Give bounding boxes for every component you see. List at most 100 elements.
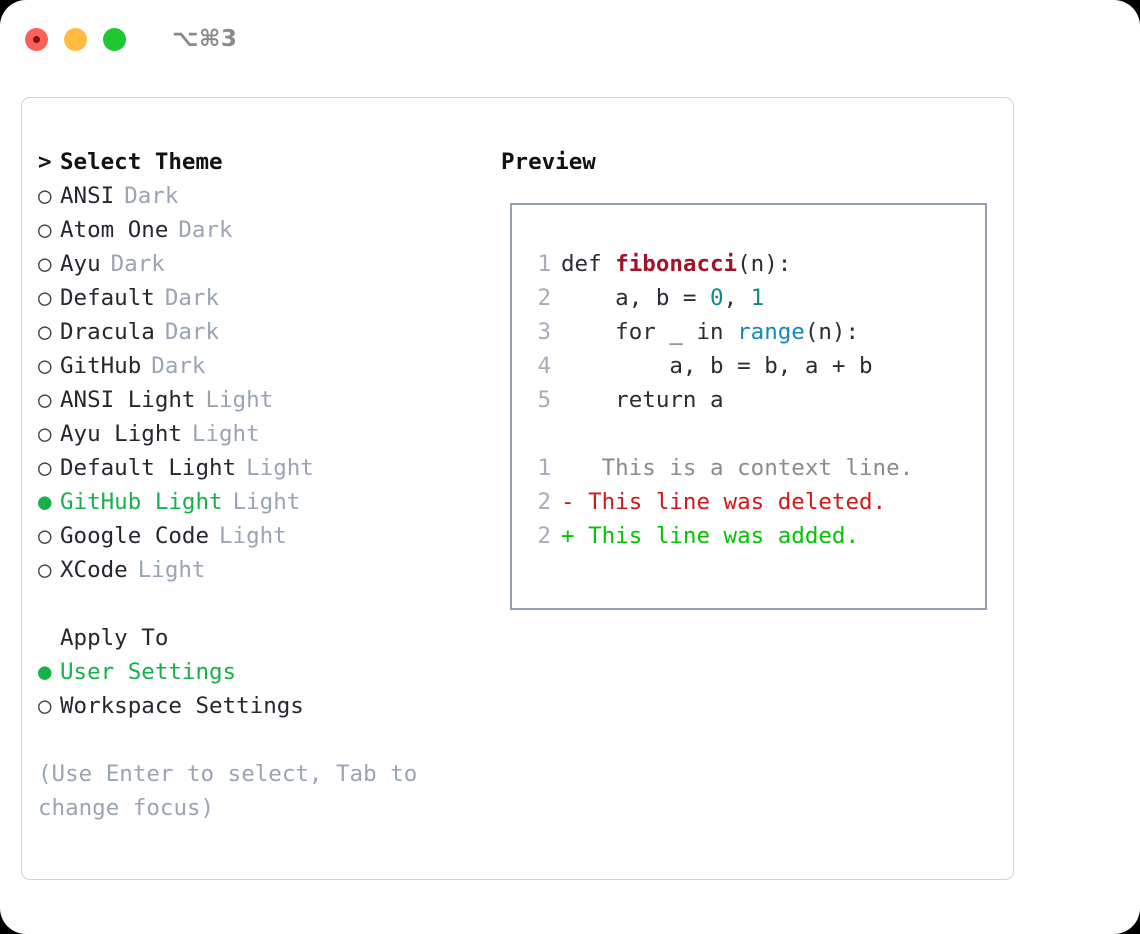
line-number: 4 (537, 353, 551, 379)
code-line: 2 a, b = 0, 1 (529, 281, 979, 315)
close-window-button[interactable] (25, 27, 48, 51)
theme-list-header-label: Select Theme (60, 149, 223, 175)
theme-variant-label: Dark (178, 217, 233, 243)
radio-unselected-icon[interactable]: ○ (38, 387, 52, 413)
code-token: a, b = b, a + b (561, 353, 873, 379)
theme-variant-label: Light (232, 489, 301, 515)
apply-to-list: ● User Settings ○ Workspace Settings (38, 655, 478, 723)
theme-name-label: Default Light (60, 455, 237, 481)
theme-variant-label: Dark (124, 183, 179, 209)
apply-to-label: Workspace Settings (60, 693, 304, 719)
diff-line: 1 This is a context line. (529, 451, 979, 485)
code-line: 5 return a (529, 383, 979, 417)
radio-unselected-icon[interactable]: ○ (38, 319, 52, 345)
diff-text: This is a context line. (574, 455, 914, 481)
radio-unselected-icon[interactable]: ○ (38, 217, 52, 243)
diff-marker: + (561, 523, 575, 549)
line-number: 2 (537, 489, 551, 515)
theme-name-label: Dracula (60, 319, 155, 345)
radio-unselected-icon[interactable]: ○ (38, 353, 52, 379)
theme-variant-label: Light (219, 523, 287, 549)
spacer (38, 723, 478, 757)
radio-selected-icon[interactable]: ● (38, 489, 52, 515)
theme-list-header: > Select Theme (38, 145, 478, 179)
radio-unselected-icon[interactable]: ○ (38, 285, 52, 311)
code-token: (n): (804, 319, 860, 345)
code-token: def (561, 251, 616, 277)
line-number: 2 (537, 523, 551, 549)
theme-list-item[interactable]: ● GitHub Light Light (38, 485, 478, 519)
diff-marker (561, 455, 575, 481)
theme-name-label: Ayu Light (60, 421, 182, 447)
theme-variant-label: Light (205, 387, 274, 413)
code-token: return a (561, 387, 724, 413)
line-number: 1 (537, 251, 551, 277)
maximize-window-button[interactable] (103, 27, 126, 51)
radio-unselected-icon[interactable]: ○ (38, 183, 52, 209)
apply-to-item[interactable]: ● User Settings (38, 655, 478, 689)
code-gap (529, 417, 979, 451)
apply-to-label: User Settings (60, 659, 237, 685)
theme-variant-label: Dark (110, 251, 165, 277)
window-controls (25, 27, 126, 51)
theme-variant-label: Light (191, 421, 260, 447)
radio-unselected-icon[interactable]: ○ (38, 693, 52, 719)
diff-marker: - (561, 489, 575, 515)
theme-list-item[interactable]: ○ Default Light Light (38, 451, 478, 485)
theme-list-item[interactable]: ○ Dracula Dark (38, 315, 478, 349)
caret-icon: > (38, 149, 52, 175)
line-number: 5 (537, 387, 551, 413)
spacer (38, 587, 478, 621)
theme-name-label: GitHub (60, 353, 142, 379)
apply-to-header: Apply To (60, 625, 169, 651)
code-token: for _ in (561, 319, 738, 345)
line-number: 3 (537, 319, 551, 345)
radio-unselected-icon[interactable]: ○ (38, 455, 52, 481)
theme-list-item[interactable]: ○ Ayu Light Light (38, 417, 478, 451)
code-token: 1 (750, 285, 765, 311)
minimize-window-button[interactable] (64, 27, 87, 51)
radio-unselected-icon[interactable]: ○ (38, 251, 52, 277)
theme-name-label: ANSI (60, 183, 115, 209)
diff-line: 2+ This line was added. (529, 519, 979, 553)
code-line: 4 a, b = b, a + b (529, 349, 979, 383)
radio-selected-icon[interactable]: ● (38, 659, 52, 685)
code-token: range (737, 319, 805, 345)
code-token: (n): (737, 251, 792, 277)
theme-variant-label: Dark (164, 319, 220, 345)
apply-to-item[interactable]: ○ Workspace Settings (38, 689, 478, 723)
theme-variant-label: Light (137, 557, 206, 583)
radio-unselected-icon[interactable]: ○ (38, 557, 52, 583)
theme-name-label: Google Code (60, 523, 210, 549)
theme-variant-label: Light (246, 455, 314, 481)
keyboard-hint-text: (Use Enter to select, Tab to change focu… (38, 761, 418, 821)
theme-name-label: GitHub Light (60, 489, 223, 515)
code-token: a, b = (561, 285, 711, 311)
line-number: 1 (537, 455, 551, 481)
radio-unselected-icon[interactable]: ○ (38, 421, 52, 447)
theme-variant-label: Dark (164, 285, 220, 311)
keyboard-shortcut-label: ⌥⌘3 (172, 26, 238, 52)
diff-text: This line was deleted. (574, 489, 887, 515)
title-bar: ⌥⌘3 (0, 0, 1140, 78)
radio-unselected-icon[interactable]: ○ (38, 523, 52, 549)
preview-title: Preview (501, 149, 596, 175)
theme-name-label: Default (60, 285, 155, 311)
theme-name-label: Atom One (60, 217, 169, 243)
theme-list-item[interactable]: ○ ANSI Dark (38, 179, 478, 213)
code-token: , (723, 285, 751, 311)
theme-list-item[interactable]: ○ Default Dark (38, 281, 478, 315)
theme-list-item[interactable]: ○ Atom One Dark (38, 213, 478, 247)
theme-list-item[interactable]: ○ Google Code Light (38, 519, 478, 553)
